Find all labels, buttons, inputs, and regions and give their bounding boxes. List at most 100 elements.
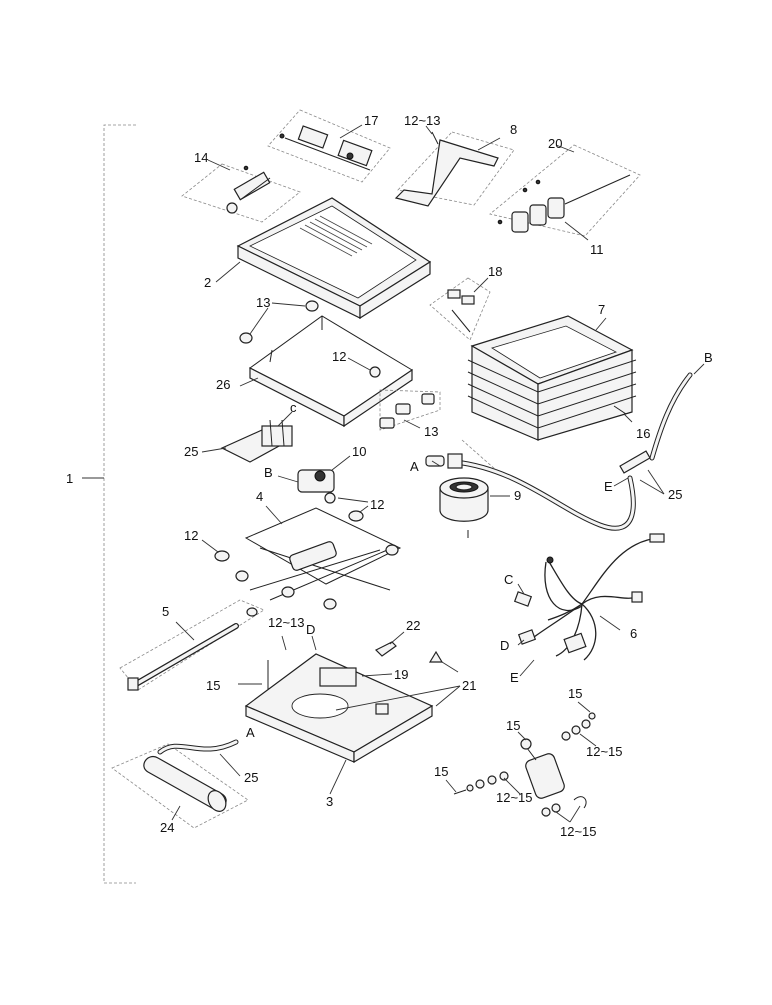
leader-21b [435,685,461,707]
label-4: 4 [256,489,263,504]
part-25-valve-bracket [220,419,293,463]
label-12-13b: 12~13 [268,615,305,630]
part-26-sub-frame [249,315,413,428]
label-12-15b: 12~15 [496,790,533,805]
leader-3 [329,759,347,795]
panel-18 [429,277,491,341]
leader-E-harness [519,659,535,677]
label-11: 11 [590,242,604,257]
label-14: 14 [194,150,208,165]
part-11-switch [497,174,631,233]
label-12c: 12 [184,528,198,543]
part-13-bushings-top [239,300,319,344]
leader-12b [337,497,369,503]
leader-5 [175,621,195,641]
label-15a: 15 [206,678,220,693]
callout-E-hose: E [604,479,613,494]
part-22-clip [374,641,397,657]
leader-24 [171,805,181,821]
callout-D-harness: D [500,638,509,653]
leader-4 [265,505,283,525]
part-18-latch [447,289,475,333]
callout-B-valve: B [264,465,273,480]
leader-17 [339,124,363,139]
part-2-top-frame [236,197,432,320]
part-15-shock [453,712,596,817]
leader-1213b [281,635,287,651]
callout-c-valve: c [290,400,297,415]
part-7-bellows [467,315,637,441]
label-15d: 15 [434,764,448,779]
label-18: 18 [488,264,502,279]
label-17: 17 [364,113,378,128]
callout-B-hose: B [704,350,713,365]
part-8-plate [394,139,499,207]
leader-22 [389,631,405,645]
leader-E-hose [613,477,629,487]
leader-15b [577,701,591,713]
leader-25a [201,447,227,453]
leader-26 [239,377,259,387]
panel-13b [379,389,441,431]
callout-C-harness: C [504,572,513,587]
label-13b: 13 [424,424,438,439]
label-22: 22 [406,618,420,633]
dash-9 [461,439,497,471]
part-3-base-frame [244,653,434,764]
label-5: 5 [162,604,169,619]
part-9-compressor [439,477,489,538]
leader-8 [477,137,501,151]
part-12-bushing-left [214,550,230,562]
leader-12c [201,539,219,553]
label-24: 24 [160,820,174,835]
label-15b: 15 [568,686,582,701]
panel-24 [111,743,249,829]
leader-c [277,411,293,427]
part-21-cone [428,650,444,663]
panel-14 [181,163,301,223]
leader-25b-2 [647,469,665,495]
leader-15c [517,731,527,741]
label-6: 6 [630,626,637,641]
part-25-hose [425,372,693,531]
part-10-valve [297,469,336,504]
part-17-control [279,125,373,171]
leader-13a-2 [249,307,269,335]
label-12a: 12 [332,349,346,364]
leader-7 [595,317,607,331]
leader-1213a [425,125,433,135]
panel-8 [397,131,515,206]
label-19: 19 [394,667,408,682]
leader-25c [219,753,241,777]
part-5-shaft [127,607,258,691]
leader-21a [335,685,461,711]
part-14-valve [226,165,271,214]
label-9: 9 [514,488,521,503]
label-3: 3 [326,794,333,809]
label-13a: 13 [256,295,270,310]
label-12-15a: 12~15 [586,744,623,759]
label-8: 8 [510,122,517,137]
leader-12a [347,357,371,371]
callout-A-base: A [246,725,255,740]
leader-12b-2 [359,505,369,513]
leader-14 [207,159,231,171]
label-15c: 15 [506,718,520,733]
callout-D-base: D [306,622,315,637]
leader-1215b [503,777,521,795]
label-10: 10 [352,444,366,459]
panel-5 [119,599,265,691]
leader-1215c-2 [569,805,581,823]
part-16-screw [613,405,627,415]
label-26: 26 [216,377,230,392]
label-25c: 25 [244,770,258,785]
label-12-15c: 12~15 [560,824,597,839]
leader-20 [555,144,575,153]
label-12b: 12 [370,497,384,512]
leader-10 [331,455,351,471]
leader-1215c [555,811,571,823]
leader-B-hose [693,363,705,375]
label-25b: 25 [668,487,682,502]
assembly-bracket [103,124,136,884]
